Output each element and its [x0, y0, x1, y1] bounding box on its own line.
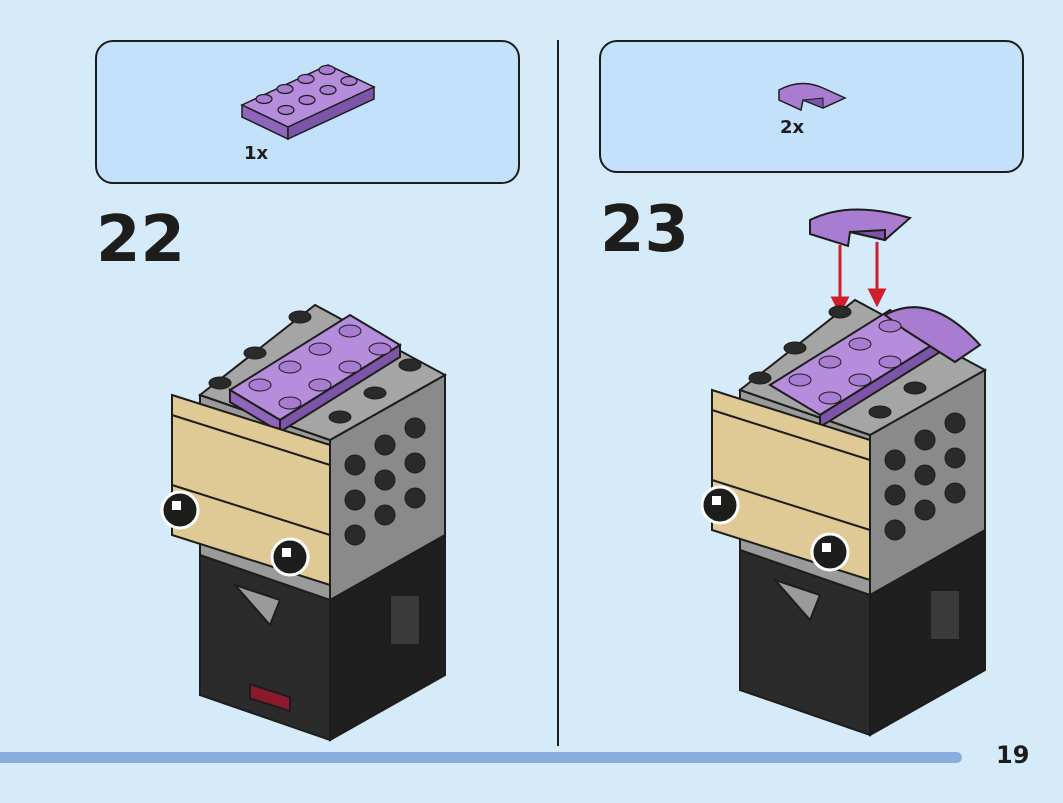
parts-callout-step-23: 2x	[599, 40, 1024, 173]
eye-right-icon	[270, 537, 310, 577]
purple-curved-slope-part	[778, 82, 847, 112]
part-quantity: 2x	[780, 117, 805, 138]
incoming-curved-slope-part	[809, 208, 913, 248]
page-number: 19	[996, 741, 1030, 769]
brickheadz-model-step-23	[700, 208, 988, 737]
part-quantity: 1x	[244, 143, 269, 164]
step-number-22: 22	[96, 203, 186, 277]
placement-arrow-icon	[830, 242, 887, 316]
eye-left-icon	[160, 490, 200, 530]
tan-face	[171, 393, 331, 587]
purple-plate-2x4-part	[240, 64, 376, 141]
parts-callout-step-22: 1x	[95, 40, 520, 184]
suit-body	[199, 533, 446, 742]
brickheadz-model-step-22	[160, 303, 448, 742]
step-number-23: 23	[600, 193, 690, 267]
progress-bar	[0, 752, 962, 763]
step-divider	[557, 40, 559, 746]
